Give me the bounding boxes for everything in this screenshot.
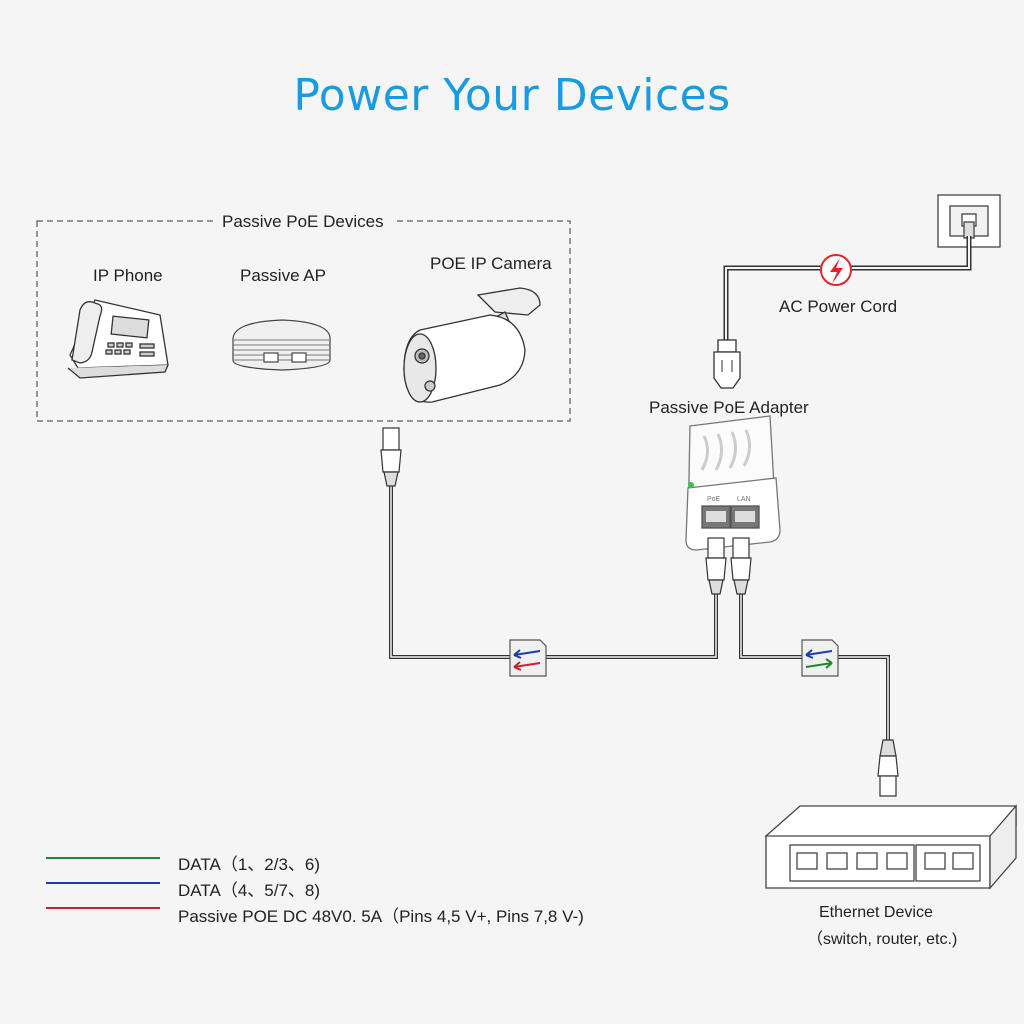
- legend-text-red: Passive POE DC 48V0. 5A（Pins 4,5 V+, Pin…: [178, 907, 584, 926]
- page-title: Power Your Devices: [293, 70, 731, 121]
- rj45-plug-adapter-lan: [730, 537, 752, 595]
- ip-phone-icon: [67, 299, 169, 379]
- adapter-port-label-lan: LAN: [737, 496, 751, 503]
- ethernet-device-label: Ethernet Device: [819, 904, 933, 921]
- legend-text-green: DATA（1、2/3、6): [178, 855, 321, 874]
- rj45-plug-ethernet: [877, 739, 899, 797]
- legend-text-blue: DATA（4、5/7、8): [178, 881, 321, 900]
- ethernet-device-sublabel: （switch, router, etc.): [807, 931, 958, 948]
- ethernet-switch-icon: [764, 804, 1017, 890]
- poe-cable: [389, 480, 718, 659]
- data-flow-tag-lan: [801, 639, 839, 677]
- ac-power-cord-label: AC Power Cord: [779, 297, 898, 316]
- adapter-label: Passive PoE Adapter: [649, 398, 809, 417]
- poe-adapter-icon: [685, 415, 781, 551]
- passive-ap-label: Passive AP: [240, 266, 326, 285]
- device-group-box: [36, 220, 571, 422]
- legend-line-blue: [46, 882, 160, 884]
- rj45-plug-devices: [380, 427, 402, 487]
- power-warning-icon: [820, 254, 852, 286]
- camera-icon: [403, 287, 541, 403]
- adapter-port-label-poe: PoE: [707, 496, 721, 503]
- legend-line-red: [46, 907, 160, 909]
- ip-phone-label: IP Phone: [93, 266, 163, 285]
- data-flow-tag-poe: [509, 639, 547, 677]
- device-group-label: Passive PoE Devices: [222, 212, 384, 231]
- legend-line-green: [46, 857, 160, 859]
- rj45-plug-adapter-poe: [705, 537, 727, 595]
- camera-label: POE IP Camera: [430, 254, 552, 273]
- access-point-icon: [232, 319, 331, 371]
